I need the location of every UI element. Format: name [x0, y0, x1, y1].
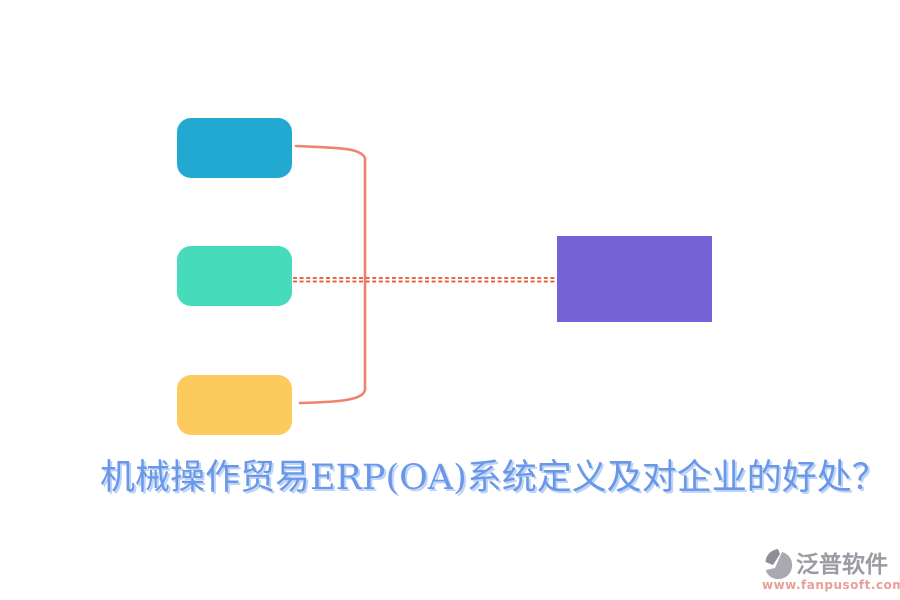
watermark-url-text: www.fanpusoft.com [762, 578, 900, 592]
bracket-connector [294, 144, 367, 405]
watermark-brand-text: 泛普软件 [796, 550, 888, 578]
diagram-node-branch-2 [177, 246, 292, 306]
diagram-node-root [557, 236, 712, 322]
watermark-row: 泛普软件 [762, 549, 888, 580]
diagram-node-branch-3 [177, 375, 292, 435]
fanpu-logo-icon [765, 549, 793, 580]
watermark: 泛普软件 www.fanpusoft.com [762, 549, 900, 592]
page-title: 机械操作贸易ERP(OA)系统定义及对企业的好处？ [100, 458, 887, 498]
diagram-node-branch-1 [177, 118, 292, 178]
